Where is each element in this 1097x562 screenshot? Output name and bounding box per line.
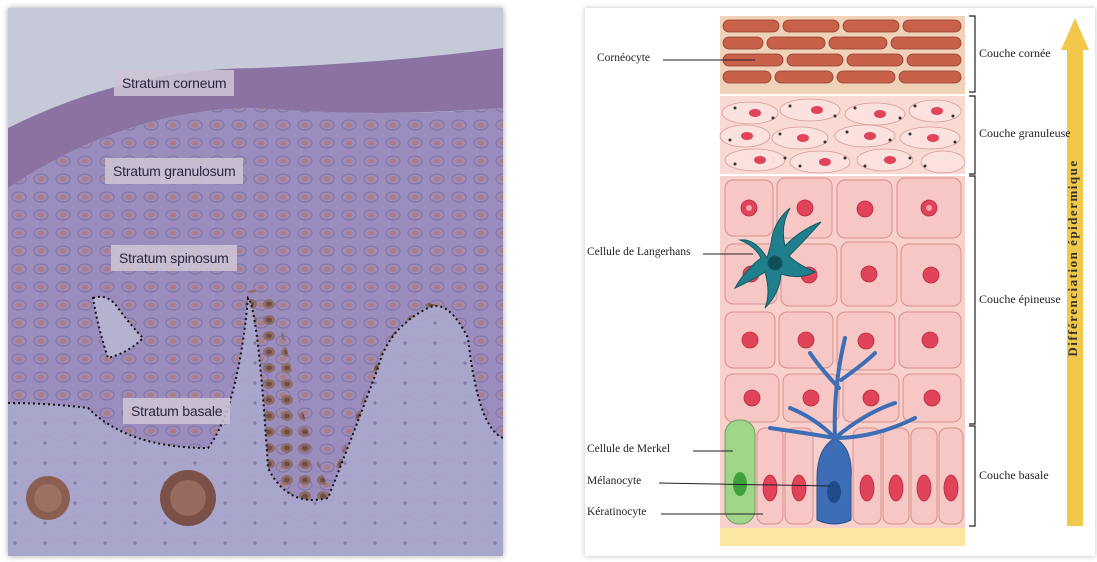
epidermis-diagram: Cornéocyte Cellule de Langerhans Cellule… xyxy=(585,8,1095,556)
stratum-corneum-cells xyxy=(720,16,965,94)
couche-cornee-label: Couche cornée xyxy=(979,46,1051,61)
stratum-granulosum-label: Stratum granulosum xyxy=(105,158,243,184)
stratum-spinosum-cells xyxy=(720,176,965,426)
histology-illustration xyxy=(8,8,503,556)
corneocyte-label: Cornéocyte xyxy=(597,52,650,64)
stratum-spinosum-label: Stratum spinosum xyxy=(111,245,237,271)
stratum-basale-label: Stratum basale xyxy=(123,398,230,424)
couche-granuleuse-label: Couche granuleuse xyxy=(979,126,1071,141)
stratum-corneum-label: Stratum corneum xyxy=(114,70,234,96)
merkel-cell xyxy=(725,420,755,524)
stratum-granulosum-cells xyxy=(720,96,965,174)
couche-epineuse-label: Couche épineuse xyxy=(979,292,1061,307)
merkel-cell-label: Cellule de Merkel xyxy=(587,443,670,455)
histology-image: Stratum corneum Stratum granulosum Strat… xyxy=(8,8,503,556)
langerhans-cell-label: Cellule de Langerhans xyxy=(587,246,690,258)
keratinocyte-label: Kératinocyte xyxy=(587,506,646,518)
melanocyte-label: Mélanocyte xyxy=(587,475,641,487)
differentiation-label: Différenciation épidermique xyxy=(1065,108,1081,408)
couche-basale-label: Couche basale xyxy=(979,468,1049,483)
